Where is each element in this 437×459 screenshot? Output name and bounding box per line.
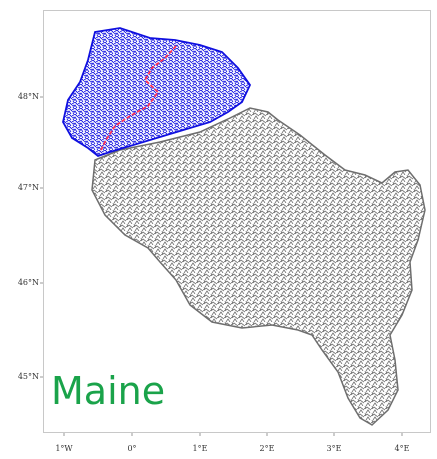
main-river-line: [99, 45, 177, 153]
y-tick-label: 47°N: [17, 183, 39, 192]
y-tick-label: 45°N: [17, 372, 39, 381]
y-tick-label: 48°N: [17, 92, 39, 101]
axis-ticks: [40, 96, 403, 436]
x-tick-label: 4°E: [394, 444, 410, 453]
y-tick-label: 46°N: [17, 278, 39, 287]
x-tick-label: 1°W: [55, 444, 73, 453]
loire-basin: [91, 107, 426, 426]
x-tick-label: 0°: [127, 444, 137, 453]
x-tick-label: 2°E: [259, 444, 275, 453]
region-label: Maine: [51, 369, 166, 413]
x-tick-label: 1°E: [192, 444, 208, 453]
x-tick-label: 3°E: [326, 444, 342, 453]
map-frame: [43, 10, 431, 433]
maine-subbasin: [62, 27, 252, 158]
